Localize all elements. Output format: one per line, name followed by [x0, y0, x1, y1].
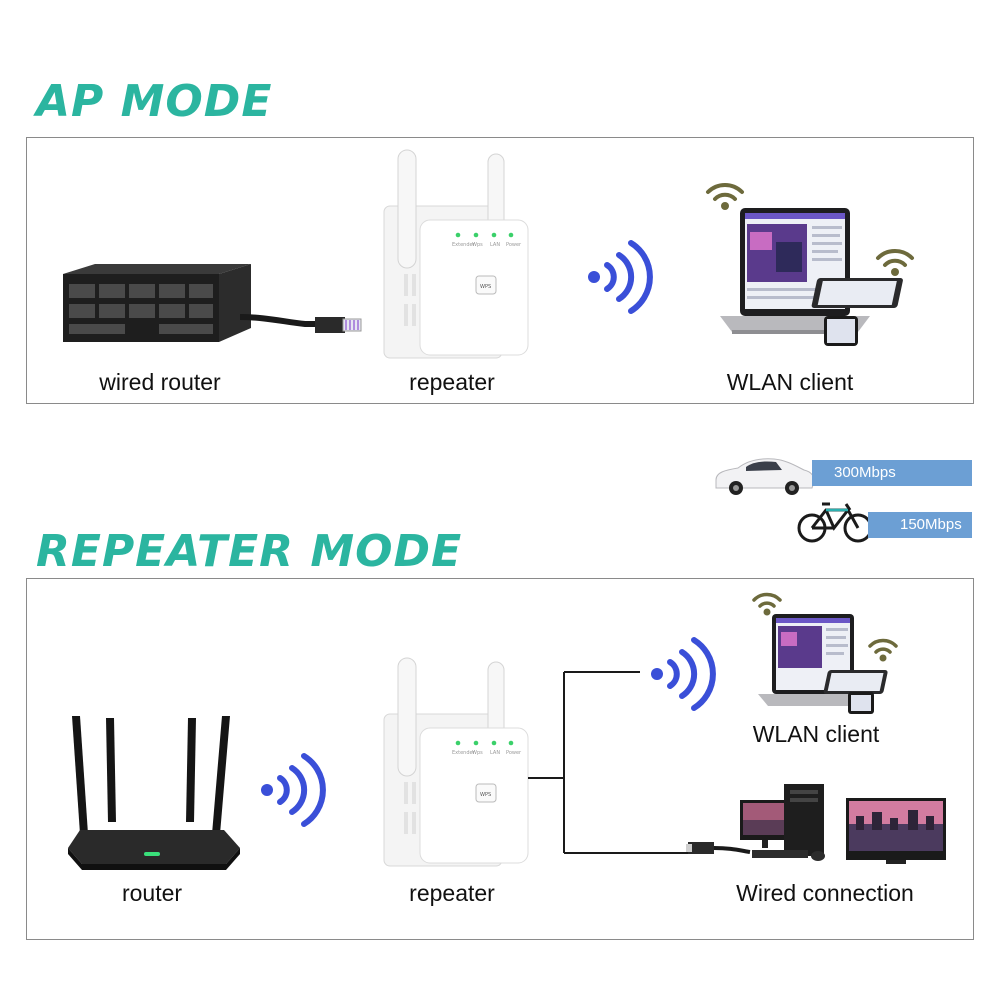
- router-icon: [68, 716, 240, 870]
- wifi-signal-icon: [261, 753, 326, 827]
- rack-switch-icon: [63, 264, 362, 342]
- ap-mode-title: AP MODE: [36, 76, 273, 127]
- led-label: Extender: [452, 242, 476, 248]
- led-label: Power: [506, 750, 522, 756]
- rm-repeater-icon: Extender Wps LAN Power WPS: [383, 657, 529, 867]
- ap-label-repeater: repeater: [409, 369, 495, 395]
- rm-label-wlan-client: WLAN client: [752, 721, 880, 747]
- wifi-signal-icon: [651, 637, 716, 711]
- bicycle-icon: [797, 502, 873, 543]
- rm-label-wired-connection: Wired connection: [736, 880, 914, 906]
- car-icon: [715, 458, 815, 495]
- speed-bar-150: 150Mbps: [868, 512, 972, 538]
- connector-lines: [528, 671, 694, 854]
- ap-wlan-client-icon: [706, 182, 914, 346]
- rm-label-repeater: repeater: [409, 880, 495, 906]
- ap-repeater-icon: Extender Wps LAN Power WPS: [383, 149, 529, 359]
- wps-button-label: WPS: [480, 792, 491, 798]
- speed-bar-300: 300Mbps: [812, 460, 972, 486]
- speed-label-300: 300Mbps: [834, 464, 896, 481]
- speed-label-150: 150Mbps: [900, 516, 962, 533]
- led-label: Wps: [472, 750, 483, 756]
- wifi-icon: [706, 182, 744, 201]
- wps-button-label: WPS: [480, 284, 491, 290]
- desktop-pc-icon: [686, 784, 946, 864]
- led-label: Wps: [472, 242, 483, 248]
- rm-label-router: router: [121, 880, 183, 906]
- ap-label-wired-router: wired router: [99, 369, 221, 395]
- rm-wlan-client-icon: [752, 592, 898, 714]
- led-label: Power: [506, 242, 522, 248]
- ap-label-wlan-client: WLAN client: [726, 369, 854, 395]
- led-label: LAN: [490, 242, 500, 248]
- led-label: Extender: [452, 750, 476, 756]
- wifi-signal-icon: [588, 240, 653, 314]
- repeater-mode-title: REPEATER MODE: [36, 526, 463, 577]
- led-label: LAN: [490, 750, 500, 756]
